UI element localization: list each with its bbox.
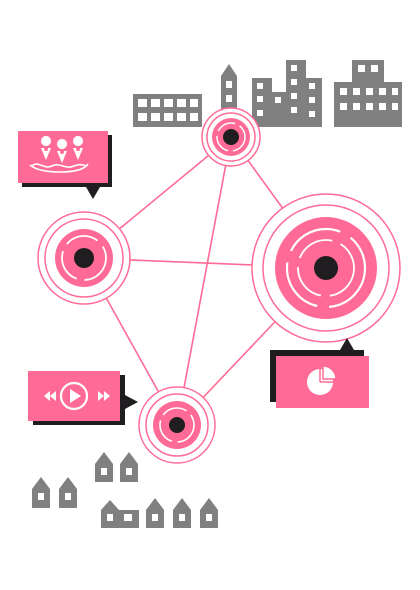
media-controls-icon	[44, 381, 110, 411]
building-stepped	[252, 60, 322, 127]
house-icon	[173, 498, 191, 528]
building-low-wide	[133, 94, 202, 127]
house-icon	[200, 498, 218, 528]
map-card	[18, 131, 112, 199]
media-card	[28, 371, 138, 425]
house-icon	[120, 452, 138, 482]
pie-chart-icon	[307, 365, 337, 395]
building-right-block	[334, 60, 402, 127]
house-icon	[32, 477, 50, 508]
chart-card	[270, 338, 369, 408]
house-icon	[59, 477, 77, 508]
network-node-right	[251, 193, 401, 343]
network-node-top	[201, 107, 261, 167]
network-node-bottom	[138, 386, 216, 464]
house-icon	[146, 498, 164, 528]
city-skyline	[133, 60, 402, 127]
house-wide-icon	[101, 500, 139, 528]
house-icon	[95, 452, 113, 482]
village-houses	[32, 452, 218, 528]
network-node-left	[37, 211, 131, 305]
map-pins-icon	[29, 136, 89, 173]
